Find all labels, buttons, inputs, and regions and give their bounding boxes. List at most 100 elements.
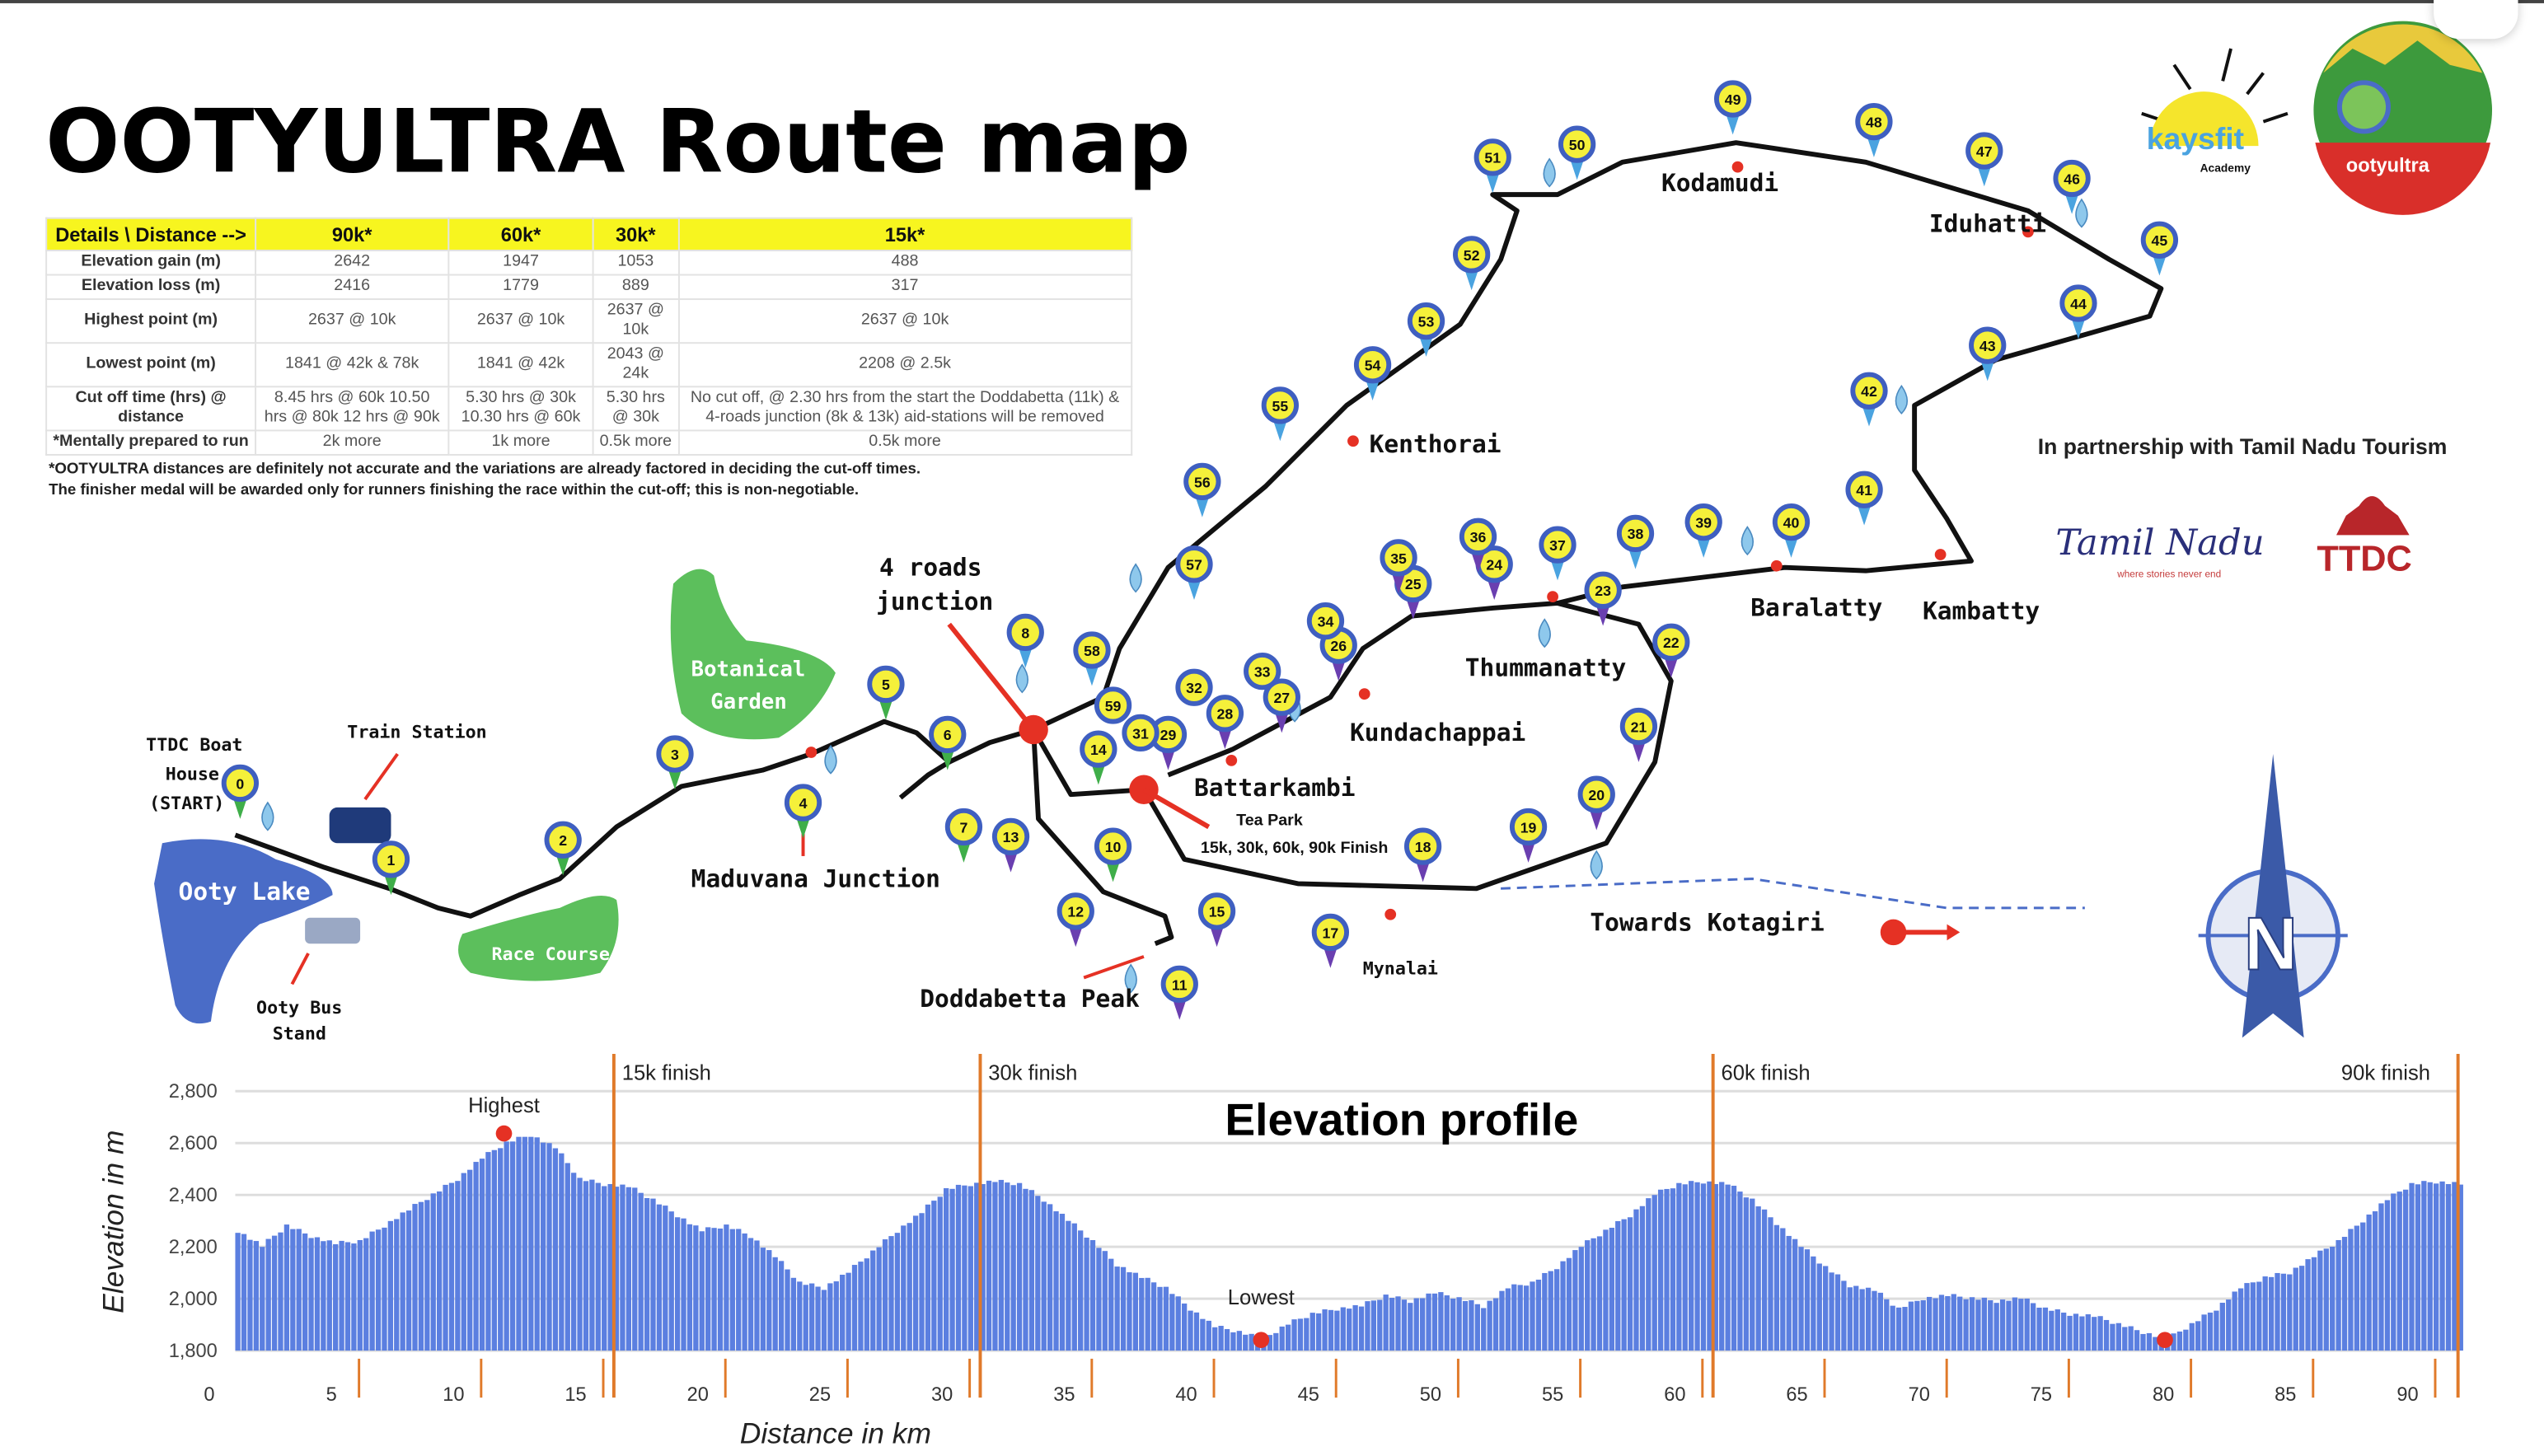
km-marker[interactable]: 12	[1056, 892, 1094, 948]
km-marker[interactable]: 59	[1094, 686, 1132, 724]
km-marker[interactable]: 48	[1855, 102, 1893, 157]
km-marker[interactable]: 25	[1394, 564, 1432, 620]
km-marker[interactable]: 35	[1380, 539, 1417, 594]
km-marker[interactable]: 2	[544, 821, 582, 876]
km-marker[interactable]: 44	[2059, 284, 2097, 339]
elevation-bar	[1395, 1296, 1401, 1351]
elevation-bar	[2097, 1316, 2103, 1351]
place-label: Mynalai	[1363, 959, 1438, 980]
visual-lookup-button[interactable]	[2434, 0, 2518, 40]
km-marker[interactable]: 27	[1263, 678, 1300, 733]
km-marker[interactable]: 55	[1261, 386, 1299, 442]
elevation-bar	[1578, 1247, 1584, 1351]
elevation-bar	[2336, 1239, 2341, 1351]
km-marker[interactable]: 36	[1459, 517, 1497, 573]
elevation-bar	[375, 1229, 382, 1351]
km-marker[interactable]: 41	[1845, 471, 1883, 526]
km-marker[interactable]: 37	[1539, 526, 1577, 581]
km-marker[interactable]: 11	[1160, 965, 1198, 1020]
elevation-bar	[1761, 1209, 1768, 1351]
distance-details: Details \ Distance --> 90k* 60k* 30k* 15…	[45, 217, 1133, 501]
elevation-bar	[540, 1142, 546, 1351]
km-marker[interactable]: 58	[1073, 631, 1111, 686]
table-header: 90k*	[255, 217, 450, 251]
km-marker[interactable]: 54	[1353, 346, 1392, 401]
km-marker[interactable]: 32	[1175, 668, 1213, 706]
elevation-bar	[326, 1240, 332, 1351]
km-marker[interactable]: 28	[1206, 695, 1244, 750]
km-marker[interactable]: 7	[944, 808, 983, 863]
km-marker[interactable]: 29	[1149, 715, 1188, 770]
km-marker[interactable]: 23	[1584, 571, 1622, 626]
km-marker[interactable]: 21	[1619, 707, 1658, 762]
elevation-bar	[1041, 1201, 1047, 1351]
elevation-bar	[2030, 1303, 2036, 1351]
km-marker[interactable]: 38	[1616, 514, 1655, 569]
elevation-bar	[1408, 1303, 1413, 1351]
place-label: Towards Kotagiri	[1590, 908, 1824, 936]
elevation-bar	[1297, 1318, 1304, 1351]
km-marker[interactable]: 15	[1197, 892, 1236, 948]
km-marker[interactable]: 14	[1080, 730, 1117, 785]
km-marker[interactable]: 5	[867, 665, 905, 720]
km-marker[interactable]: 42	[1850, 372, 1888, 427]
km-marker[interactable]: 49	[1713, 80, 1752, 135]
marker-circle	[1577, 775, 1615, 813]
km-marker[interactable]: 24	[1475, 545, 1513, 601]
marker-number: 56	[1194, 474, 1211, 490]
elevation-bar	[559, 1153, 565, 1351]
elevation-bar	[1872, 1290, 1877, 1351]
km-marker[interactable]: 8	[1006, 613, 1044, 668]
km-marker[interactable]: 22	[1652, 623, 1690, 678]
km-marker[interactable]: 57	[1175, 545, 1213, 601]
km-marker[interactable]: 40	[1772, 503, 1811, 558]
km-marker[interactable]: 17	[1311, 913, 1350, 968]
km-marker[interactable]: 39	[1684, 503, 1722, 558]
x-tick-label: 65	[1786, 1384, 1807, 1406]
km-marker[interactable]: 34	[1306, 602, 1345, 640]
km-marker[interactable]: 18	[1403, 827, 1442, 882]
km-marker[interactable]: 51	[1473, 138, 1511, 194]
km-marker[interactable]: 4	[784, 784, 822, 839]
elevation-bar	[1175, 1296, 1181, 1351]
elevation-bar	[1877, 1292, 1884, 1351]
elevation-bar	[253, 1241, 259, 1351]
elevation-bar	[674, 1217, 681, 1351]
km-marker[interactable]: 6	[929, 715, 967, 770]
km-marker[interactable]: 53	[1407, 302, 1445, 357]
km-marker[interactable]: 45	[2140, 221, 2179, 276]
elevation-bar	[1010, 1185, 1016, 1351]
elevation-bar	[1731, 1186, 1737, 1351]
marker-number: 22	[1663, 634, 1680, 651]
km-marker[interactable]: 20	[1577, 775, 1615, 831]
km-marker[interactable]: 46	[2053, 159, 2091, 214]
km-marker[interactable]: 3	[656, 735, 694, 790]
km-marker[interactable]: 10	[1094, 827, 1132, 882]
km-marker[interactable]: 31	[1122, 714, 1160, 752]
elevation-bar	[290, 1229, 296, 1351]
elevation-bar	[1566, 1257, 1572, 1351]
marker-number: 13	[1003, 829, 1019, 845]
km-marker[interactable]: 56	[1183, 462, 1221, 517]
km-marker[interactable]: 1	[372, 840, 410, 896]
km-marker[interactable]: 19	[1509, 808, 1548, 863]
km-marker[interactable]: 50	[1558, 125, 1596, 180]
place-label: Race Course	[492, 944, 610, 965]
km-marker[interactable]: 43	[1969, 326, 2007, 382]
km-marker[interactable]: 13	[991, 817, 1030, 873]
elevation-bar	[1462, 1300, 1469, 1351]
elevation-bar	[705, 1227, 711, 1351]
marker-number: 15	[1209, 904, 1225, 920]
bus-icon	[305, 917, 361, 944]
x-tick-label: 30	[931, 1384, 953, 1406]
km-marker[interactable]: 47	[1965, 132, 2003, 187]
elevation-bar	[803, 1285, 808, 1351]
elevation-bar	[394, 1219, 400, 1351]
table-cell: 2416	[255, 274, 450, 301]
elevation-bar	[271, 1235, 278, 1351]
km-marker[interactable]: 52	[1453, 236, 1491, 291]
elevation-bar	[1945, 1295, 1951, 1351]
km-marker[interactable]: 0	[221, 764, 260, 819]
km-marker[interactable]: 33	[1244, 652, 1281, 691]
elevation-bar	[602, 1186, 607, 1351]
